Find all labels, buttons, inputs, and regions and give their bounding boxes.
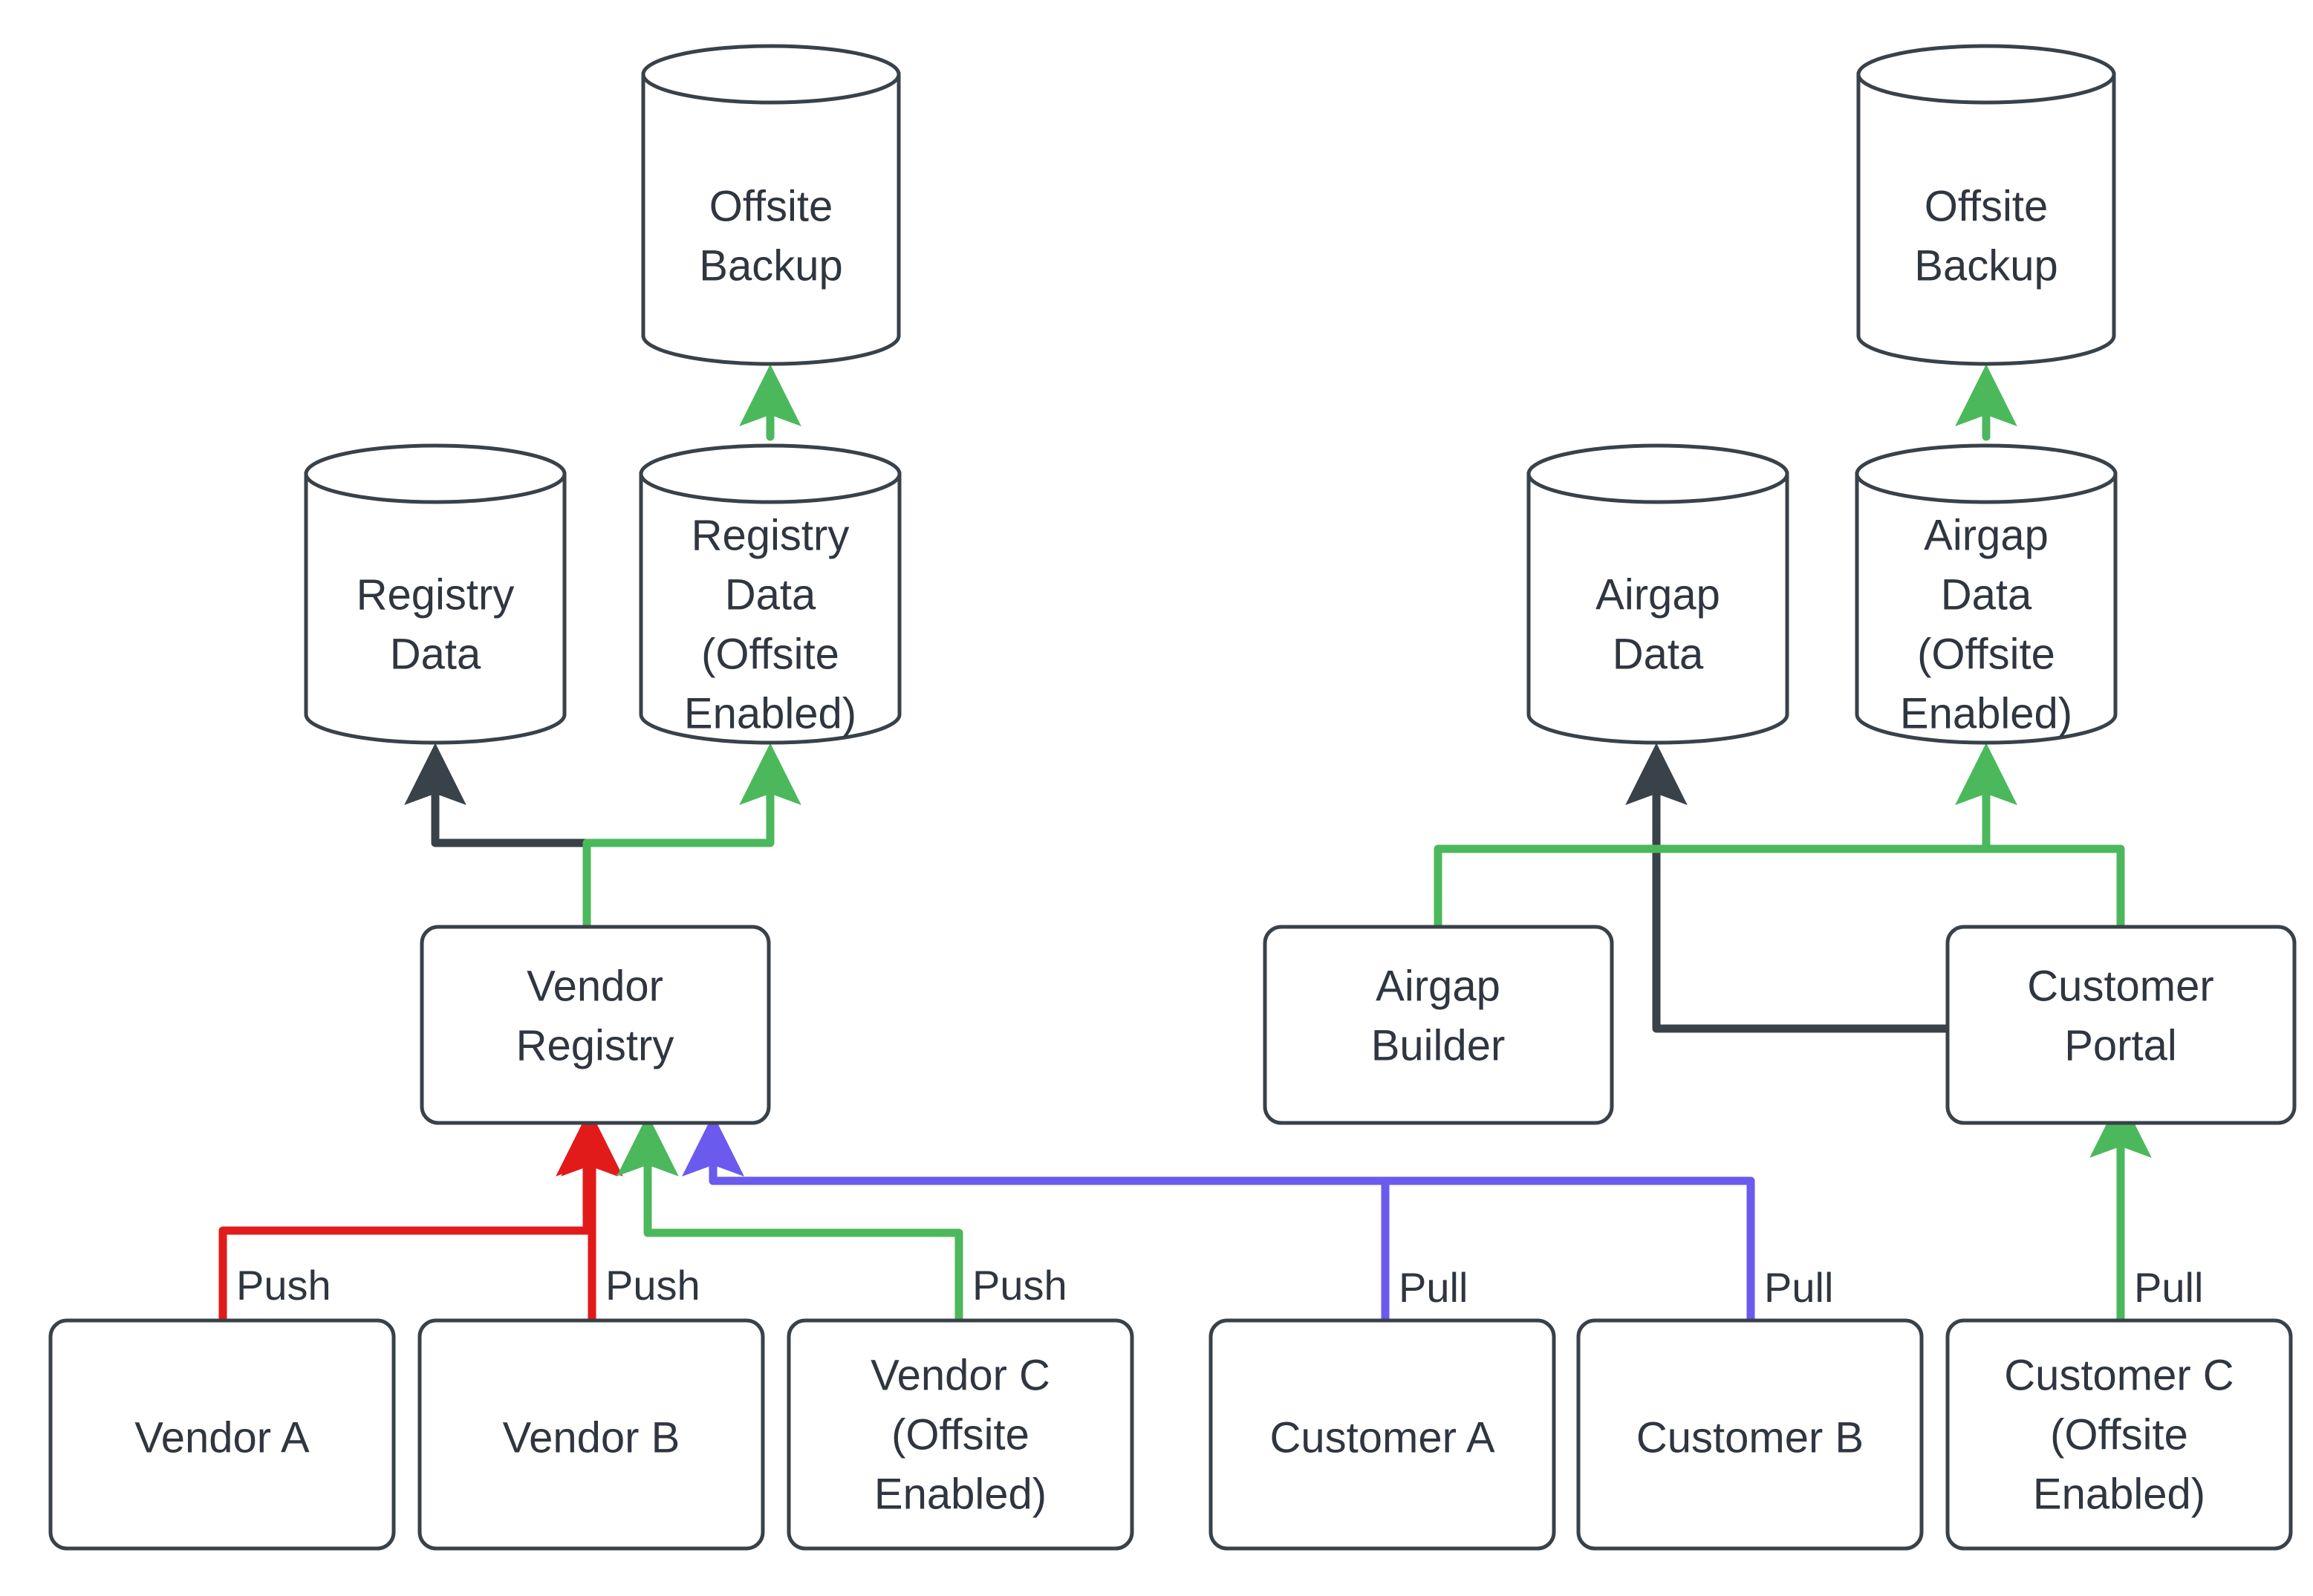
node-label-airgap-data-offsite-line2: Data <box>1941 570 2032 619</box>
node-label-customer-b-line1: Customer B <box>1636 1413 1864 1462</box>
node-label-registry-data-offsite-line2: Data <box>725 570 816 619</box>
node-label-airgap-data-line1: Airgap <box>1595 570 1720 619</box>
edge-group-left <box>218 364 963 1323</box>
node-label-offsite-backup-right-line1: Offsite <box>1925 182 2049 230</box>
node-label-offsite-backup-right-line2: Backup <box>1914 241 2057 290</box>
node-label-vendor-c-line3: Enabled) <box>874 1470 1047 1518</box>
edge-label-customer-b-pull: Pull <box>1764 1264 1833 1311</box>
node-label-registry-data-offsite-line4: Enabled) <box>684 689 856 737</box>
node-label-airgap-builder-line1: Airgap <box>1376 962 1500 1010</box>
node-label-registry-data-line2: Data <box>390 630 481 678</box>
node-label-vendor-b-line1: Vendor B <box>503 1413 680 1462</box>
node-vendor-c[interactable]: Vendor C (Offsite Enabled) <box>787 1318 1134 1551</box>
edge-label-vendor-b-push: Push <box>605 1262 700 1309</box>
node-label-airgap-data-offsite-line4: Enabled) <box>1900 689 2072 737</box>
node-label-airgap-builder-line2: Builder <box>1371 1021 1506 1069</box>
node-label-registry-data-offsite-line3: (Offsite <box>701 630 839 678</box>
node-label-airgap-data-line2: Data <box>1613 630 1704 678</box>
node-vendor-registry[interactable]: Vendor Registry <box>420 925 771 1125</box>
node-label-vendor-a-line1: Vendor A <box>134 1413 310 1462</box>
node-label-customer-portal-line2: Portal <box>2064 1021 2177 1069</box>
node-airgap-data-offsite[interactable]: Airgap Data (Offsite Enabled) <box>1855 443 2118 745</box>
node-label-vendor-c-line1: Vendor C <box>871 1351 1050 1399</box>
node-vendor-b[interactable]: Vendor B <box>417 1318 765 1551</box>
node-label-vendor-registry-line2: Registry <box>516 1021 674 1069</box>
edge-vendor-a-to-vendor-registry <box>218 1114 618 1323</box>
edge-label-customer-a-pull: Pull <box>1399 1264 1468 1311</box>
edge-group-right <box>682 364 2152 1323</box>
edge-customer-portal-to-airgap-data <box>1625 743 1954 1033</box>
node-customer-portal[interactable]: Customer Portal <box>1945 925 2297 1125</box>
node-label-vendor-registry-line1: Vendor <box>527 962 663 1010</box>
edge-label-vendor-c-push: Push <box>972 1262 1067 1309</box>
node-label-registry-data-offsite-line1: Registry <box>692 511 850 559</box>
edge-label-customer-c-pull: Pull <box>2134 1264 2203 1311</box>
node-label-customer-c-line1: Customer C <box>2004 1351 2234 1399</box>
node-label-customer-c-line2: (Offsite <box>2050 1410 2188 1459</box>
node-customer-b[interactable]: Customer B <box>1576 1318 1924 1551</box>
node-registry-data[interactable]: Registry Data <box>304 443 567 745</box>
edge-vendor-registry-to-registry-data-offsite <box>582 743 801 929</box>
edge-vendor-registry-to-registry-data <box>404 743 591 929</box>
edge-customer-portal-to-airgap-data-offsite <box>1955 743 2125 929</box>
node-customer-a[interactable]: Customer A <box>1208 1318 1556 1551</box>
node-label-airgap-data-offsite-line1: Airgap <box>1924 511 2049 559</box>
edge-customer-b-to-vendor-registry <box>682 1114 1755 1323</box>
node-label-customer-c-line3: Enabled) <box>2033 1470 2205 1518</box>
node-label-offsite-backup-left-line2: Backup <box>699 241 842 290</box>
node-vendor-a[interactable]: Vendor A <box>48 1318 396 1551</box>
node-airgap-data[interactable]: Airgap Data <box>1526 443 1789 745</box>
node-customer-c[interactable]: Customer C (Offsite Enabled) <box>1945 1318 2293 1551</box>
node-label-customer-a-line1: Customer A <box>1270 1413 1495 1462</box>
node-offsite-backup-left[interactable]: Offsite Backup <box>641 44 901 366</box>
node-label-airgap-data-offsite-line3: (Offsite <box>1917 630 2055 678</box>
node-label-offsite-backup-left-line1: Offsite <box>709 182 833 230</box>
node-label-customer-portal-line1: Customer <box>2027 962 2213 1010</box>
node-label-vendor-c-line2: (Offsite <box>891 1410 1029 1459</box>
node-offsite-backup-right[interactable]: Offsite Backup <box>1856 44 2116 366</box>
node-label-registry-data-line1: Registry <box>357 570 515 619</box>
edge-vendor-c-to-vendor-registry <box>617 1114 963 1323</box>
node-registry-data-offsite[interactable]: Registry Data (Offsite Enabled) <box>639 443 902 745</box>
edge-airgap-builder-to-airgap-data-offsite <box>1434 743 2017 929</box>
edge-label-group: Push Push Push Pull Pull Pull <box>236 1262 2203 1311</box>
edge-label-vendor-a-push: Push <box>236 1262 331 1309</box>
node-airgap-builder[interactable]: Airgap Builder <box>1263 925 1614 1125</box>
